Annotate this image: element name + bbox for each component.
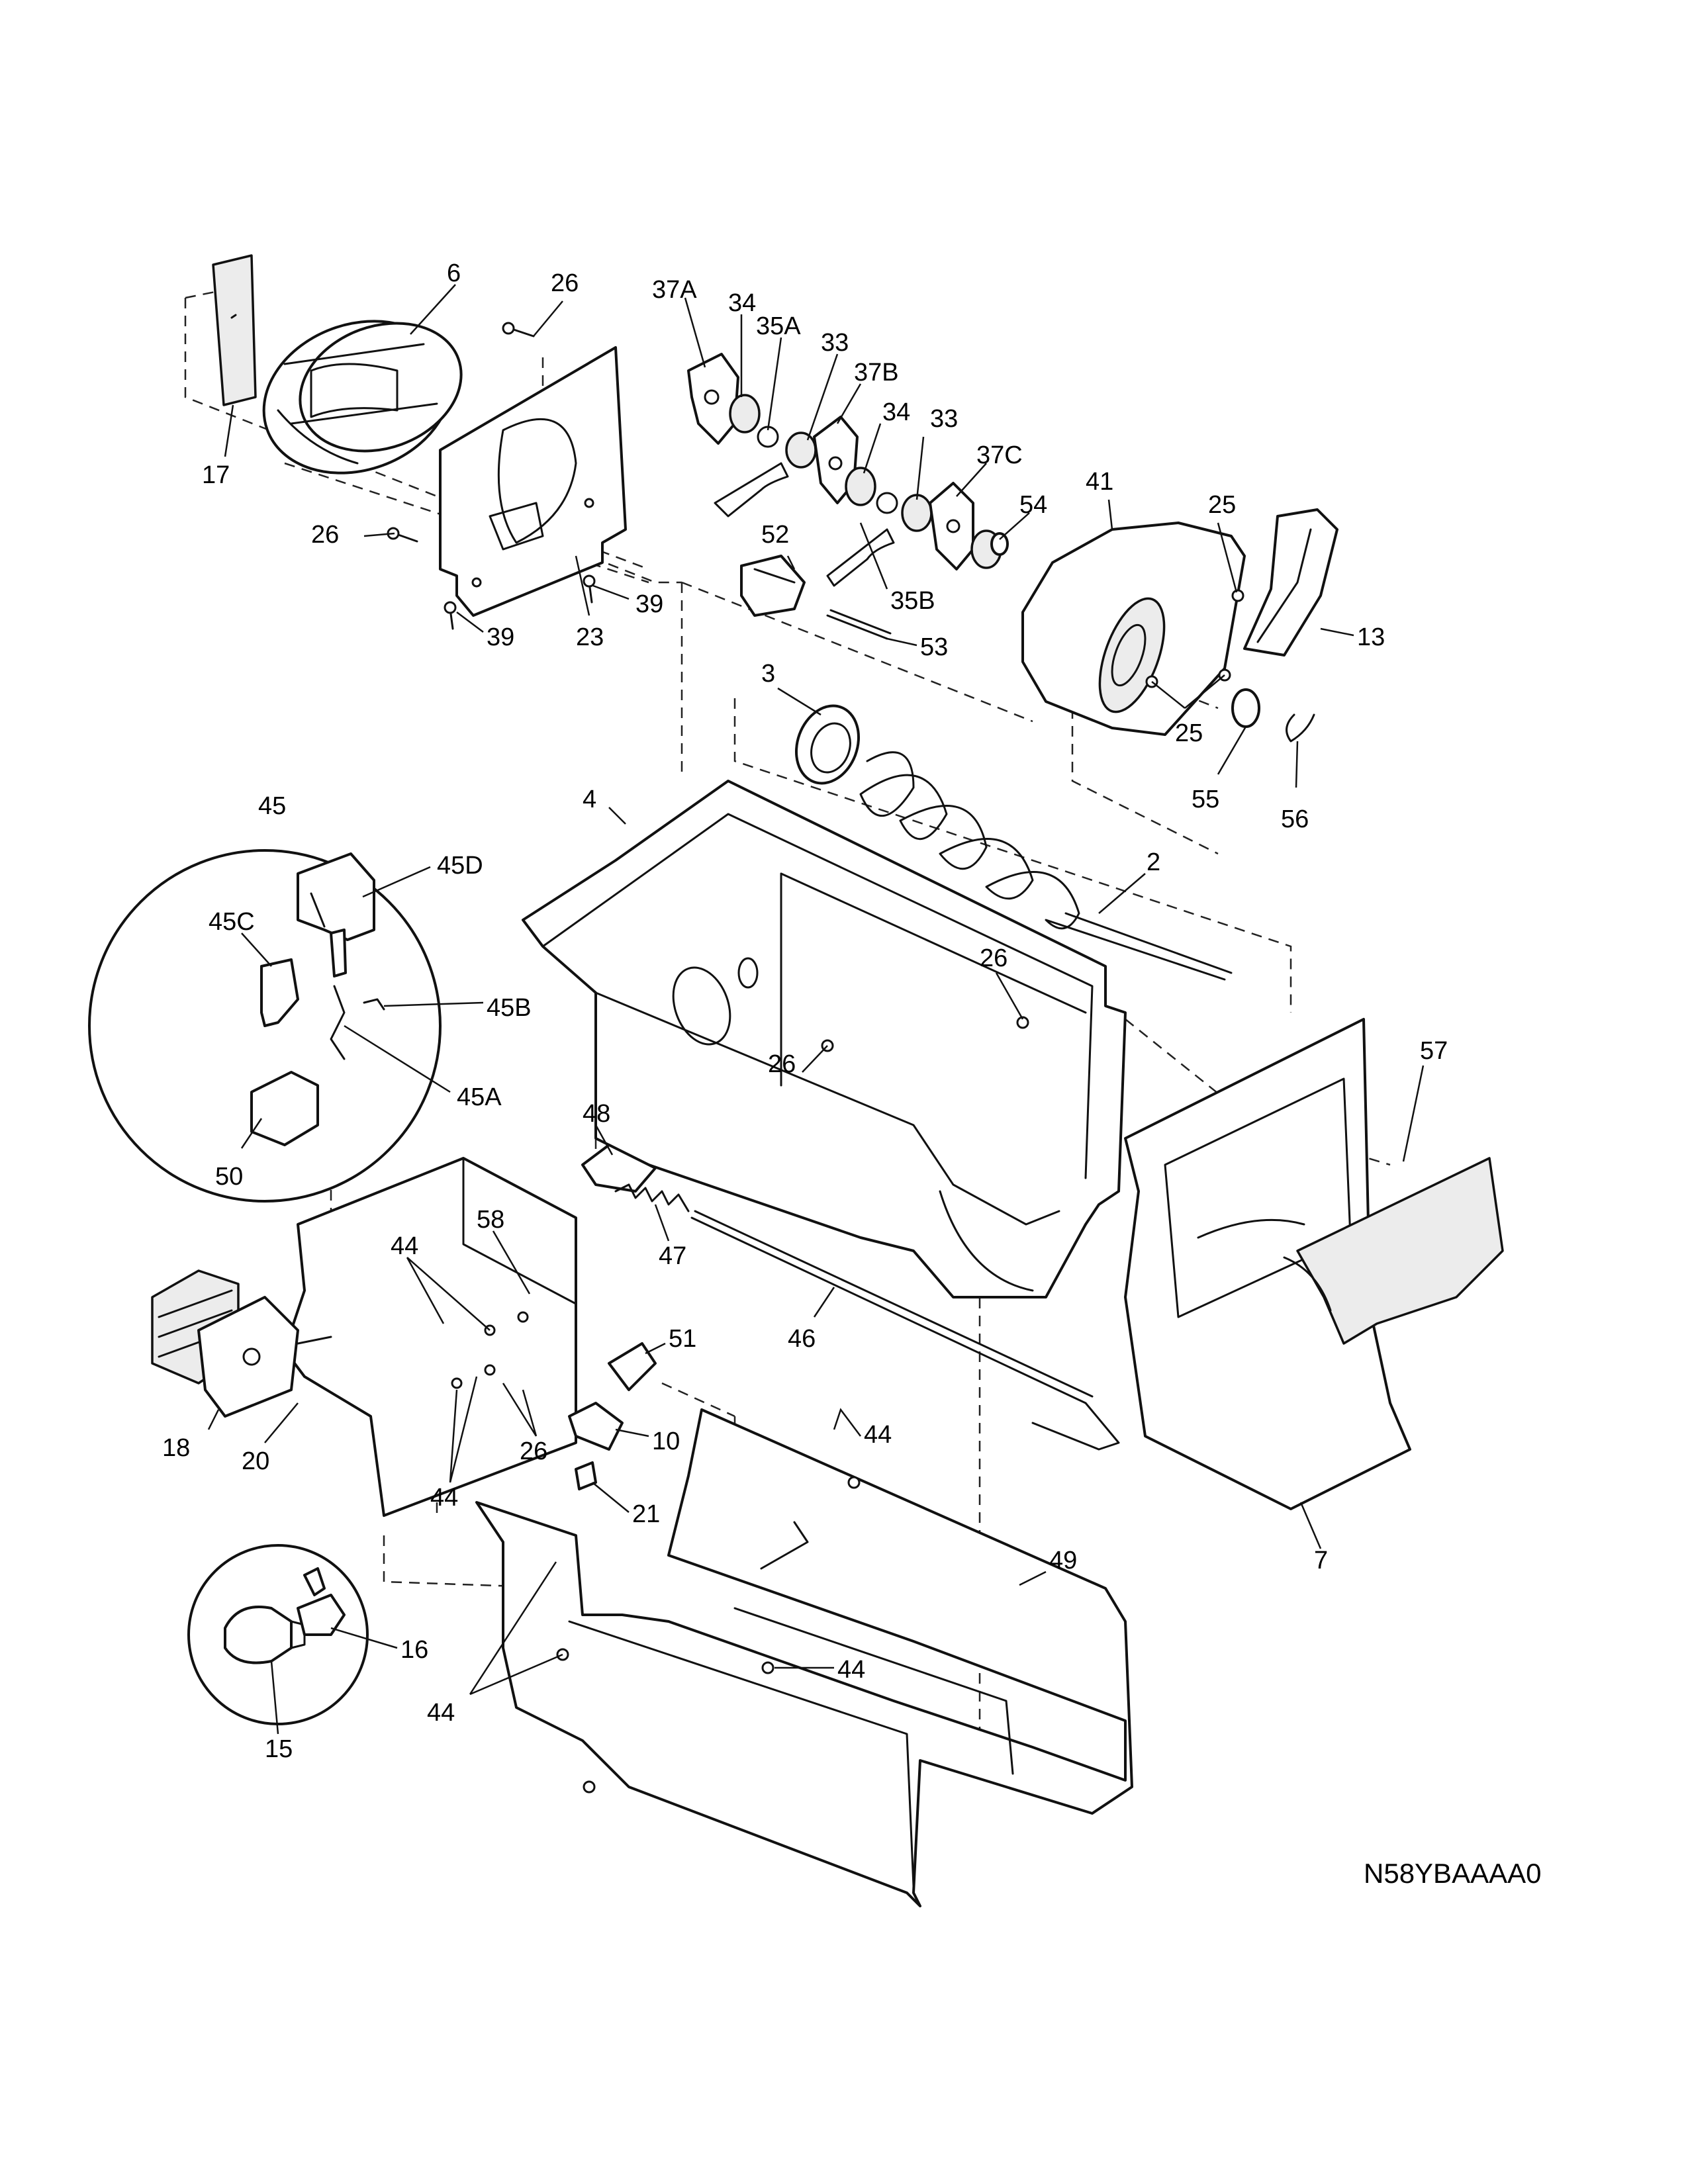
part-49-bottom-tray [475, 1408, 1133, 1907]
callout-44: 44 [430, 1484, 458, 1512]
part-47-spring [614, 1183, 690, 1212]
callout-20: 20 [242, 1447, 269, 1475]
callout-labels: 6 26 37A 34 35A 33 37B 34 33 37C 41 25 5… [162, 259, 1448, 1763]
part-48-bracket [581, 1144, 657, 1193]
callout-7: 7 [1314, 1547, 1328, 1574]
diagram-code: N58YBAAAA0 [1364, 1858, 1542, 1889]
part-55-ring [1231, 688, 1260, 728]
callout-54: 54 [1019, 491, 1047, 519]
callout-6: 6 [447, 259, 461, 287]
part-10-lever [568, 1402, 624, 1451]
callout-37a: 37A [652, 276, 697, 304]
callout-23: 23 [576, 623, 604, 651]
callout-41: 41 [1086, 468, 1113, 496]
part-6-ice-crusher-drum [262, 320, 463, 475]
part-53-pin [826, 609, 892, 640]
part-23-mounting-plate [439, 346, 627, 617]
callout-44: 44 [864, 1421, 892, 1449]
part-52-actuator [740, 555, 806, 617]
callout-37c: 37C [976, 441, 1023, 469]
callout-53: 53 [920, 633, 948, 661]
callout-55: 55 [1192, 786, 1219, 813]
callout-35a: 35A [756, 312, 801, 340]
callout-52: 52 [761, 521, 789, 549]
callout-35b: 35B [890, 587, 935, 615]
callout-50: 50 [215, 1163, 243, 1191]
callout-48: 48 [583, 1100, 610, 1128]
callout-26: 26 [311, 521, 339, 549]
part-57-flapper [1283, 1157, 1504, 1345]
part-56-clip [1286, 713, 1315, 743]
callout-10: 10 [652, 1428, 680, 1455]
callout-49: 49 [1049, 1547, 1077, 1574]
callout-39: 39 [487, 623, 514, 651]
part-7-chute-housing [1124, 1018, 1411, 1510]
callout-57: 57 [1420, 1037, 1448, 1065]
callout-18: 18 [162, 1434, 190, 1462]
part-46-rod [690, 1210, 1120, 1451]
callout-16: 16 [400, 1636, 428, 1664]
callout-26: 26 [520, 1437, 547, 1465]
part-21-clip [575, 1461, 597, 1490]
part-51-bushing [608, 1342, 657, 1391]
callout-45: 45 [258, 792, 286, 820]
callout-33: 33 [930, 405, 958, 433]
callout-44: 44 [391, 1232, 418, 1260]
callout-34: 34 [882, 398, 910, 426]
callout-37b: 37B [854, 359, 899, 387]
callout-33: 33 [821, 329, 849, 357]
callout-58: 58 [477, 1206, 504, 1234]
crusher-blades-stack [687, 353, 1009, 587]
callout-4: 4 [583, 786, 596, 813]
callout-45b: 45B [487, 994, 532, 1022]
callout-26: 26 [551, 269, 579, 297]
callout-44: 44 [427, 1699, 455, 1727]
callout-17: 17 [202, 461, 230, 489]
part-41-crusher-housing [1021, 522, 1246, 736]
callout-45c: 45C [209, 908, 255, 936]
part-3-bearing [794, 704, 861, 785]
part-13-deflector [1243, 508, 1338, 657]
callout-34: 34 [728, 289, 756, 317]
callout-56: 56 [1281, 805, 1309, 833]
callout-51: 51 [669, 1325, 696, 1353]
callout-46: 46 [788, 1325, 816, 1353]
part-45-detail-circle [88, 849, 442, 1203]
callout-26: 26 [980, 944, 1008, 972]
callout-47: 47 [659, 1242, 686, 1270]
part-2-auger [859, 751, 1233, 981]
part-17-filter-strip [212, 254, 257, 406]
part-15-16-lamp-detail [187, 1544, 369, 1725]
callout-26: 26 [768, 1050, 796, 1078]
callout-13: 13 [1357, 623, 1385, 651]
callout-21: 21 [632, 1500, 660, 1528]
callout-3: 3 [761, 660, 775, 688]
callout-2: 2 [1147, 848, 1160, 876]
part-4-ice-bucket [522, 780, 1127, 1298]
callout-25: 25 [1208, 491, 1236, 519]
leader-lines [207, 284, 1425, 1735]
callout-45a: 45A [457, 1083, 502, 1111]
callout-39: 39 [635, 590, 663, 618]
part-18-motor [151, 1269, 332, 1418]
callout-25: 25 [1175, 719, 1203, 747]
callout-15: 15 [265, 1735, 293, 1763]
callout-44: 44 [837, 1656, 865, 1684]
callout-45d: 45D [437, 852, 483, 880]
screws-top [387, 322, 596, 630]
